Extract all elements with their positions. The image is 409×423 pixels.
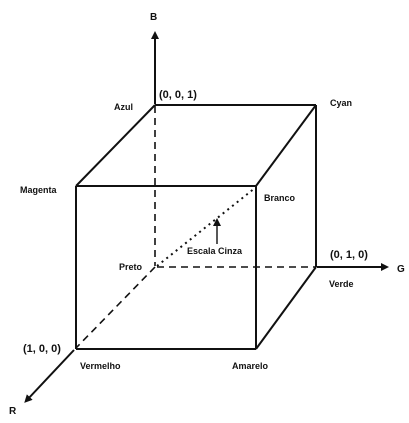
vertex-label-green: Verde — [329, 279, 354, 289]
vertex-label-blue: Azul — [114, 102, 133, 112]
vertex-label-white: Branco — [264, 193, 296, 203]
edge-blue-magenta — [75, 104, 156, 187]
vertex-label-black: Preto — [119, 262, 143, 272]
vertex-label-red: Vermelho — [80, 361, 121, 371]
edge-yellow-green — [255, 266, 317, 350]
edge-cyan-white — [255, 104, 317, 187]
red-axis-solid — [24, 349, 75, 403]
red-axis-letter: R — [9, 406, 17, 417]
vertex-label-magenta: Magenta — [20, 185, 58, 195]
green-axis-letter: G — [397, 264, 405, 275]
blue-axis-letter: B — [150, 12, 157, 23]
vertex-label-yellow: Amarelo — [232, 361, 269, 371]
red-axis-hidden — [75, 266, 156, 349]
green-unit-coordinate: (0, 1, 0) — [330, 249, 368, 261]
red-unit-coordinate: (1, 0, 0) — [23, 343, 61, 355]
grayscale-label: Escala Cinza — [187, 246, 243, 256]
vertex-label-cyan: Cyan — [330, 98, 352, 108]
blue-unit-coordinate: (0, 0, 1) — [159, 89, 197, 101]
